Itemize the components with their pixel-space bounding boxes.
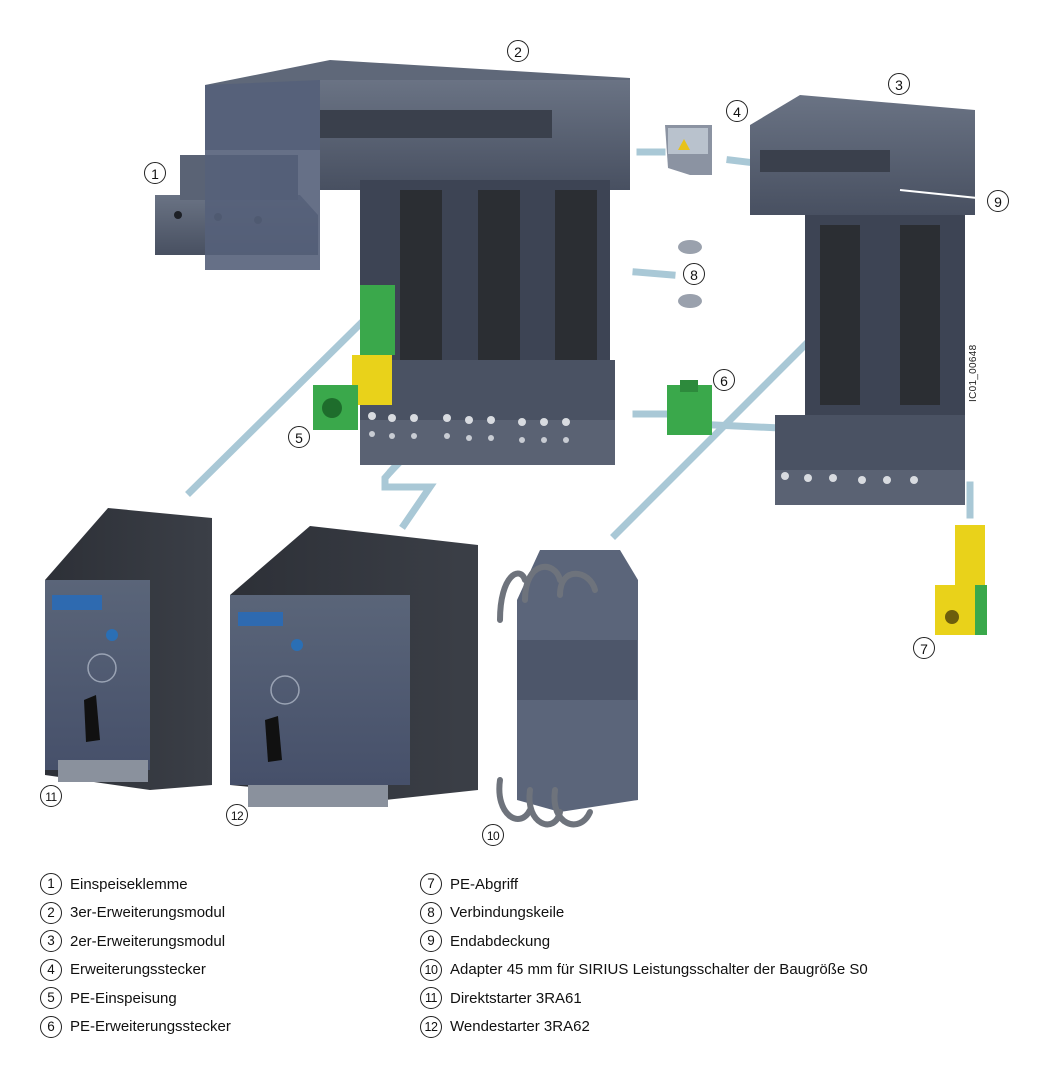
callout-4: 4	[726, 100, 748, 122]
callout-2: 2	[507, 40, 529, 62]
callout-8: 8	[683, 263, 705, 285]
legend-item: 8 Verbindungskeile	[420, 899, 868, 928]
expansion-module-3	[205, 60, 630, 465]
legend-item: 7 PE-Abgriff	[420, 870, 868, 899]
legend-text: Direktstarter 3RA61	[450, 990, 582, 1007]
callout-7: 7	[913, 637, 935, 659]
legend-number: 10	[420, 959, 442, 981]
legend-number: 4	[40, 959, 62, 981]
legend-number: 6	[40, 1016, 62, 1038]
callout-6: 6	[713, 369, 735, 391]
figure-code: IC01_00648	[968, 345, 979, 403]
legend-text: PE-Abgriff	[450, 876, 518, 893]
legend-item: 1 Einspeiseklemme	[40, 870, 231, 899]
pe-expansion-plug	[667, 380, 712, 435]
legend-text: Einspeiseklemme	[70, 876, 188, 893]
legend-number: 3	[40, 930, 62, 952]
callout-9: 9	[987, 190, 1009, 212]
legend-item: 4 Erweiterungsstecker	[40, 956, 231, 985]
legend-number: 1	[40, 873, 62, 895]
legend-number: 11	[420, 987, 442, 1009]
legend-number: 9	[420, 930, 442, 952]
legend-number: 5	[40, 987, 62, 1009]
callout-10: 10	[482, 824, 504, 846]
callout-12: 12	[226, 804, 248, 826]
legend-item: 2 3er-Erweiterungsmodul	[40, 899, 231, 928]
callout-3: 3	[888, 73, 910, 95]
legend-text: Adapter 45 mm für SIRIUS Leistungsschalt…	[450, 961, 868, 978]
expansion-plug	[665, 125, 712, 175]
legend-item: 9 Endabdeckung	[420, 927, 868, 956]
legend-right: 7 PE-Abgriff 8 Verbindungskeile 9 Endabd…	[420, 870, 868, 1041]
callout-5: 5	[288, 426, 310, 448]
legend-number: 8	[420, 902, 442, 924]
legend-text: 2er-Erweiterungsmodul	[70, 933, 225, 950]
legend-text: Verbindungskeile	[450, 904, 564, 921]
legend-text: PE-Erweiterungsstecker	[70, 1018, 231, 1035]
legend-text: Endabdeckung	[450, 933, 550, 950]
callout-11: 11	[40, 785, 62, 807]
pe-tap	[935, 525, 987, 635]
legend-text: PE-Einspeisung	[70, 990, 177, 1007]
callout-1: 1	[144, 162, 166, 184]
reversing-starter	[230, 526, 478, 807]
legend-item: 3 2er-Erweiterungsmodul	[40, 927, 231, 956]
legend-item: 5 PE-Einspeisung	[40, 984, 231, 1013]
legend-text: Erweiterungsstecker	[70, 961, 206, 978]
legend-number: 12	[420, 1016, 442, 1038]
legend-item: 10 Adapter 45 mm für SIRIUS Leistungssch…	[420, 956, 868, 985]
legend-number: 2	[40, 902, 62, 924]
legend-item: 12 Wendestarter 3RA62	[420, 1013, 868, 1042]
legend-item: 11 Direktstarter 3RA61	[420, 984, 868, 1013]
legend-number: 7	[420, 873, 442, 895]
legend-text: 3er-Erweiterungsmodul	[70, 904, 225, 921]
legend-left: 1 Einspeiseklemme 2 3er-Erweiterungsmodu…	[40, 870, 231, 1041]
assembly-illustration	[0, 0, 1050, 860]
expansion-module-2	[750, 95, 975, 505]
legend-item: 6 PE-Erweiterungsstecker	[40, 1013, 231, 1042]
direct-starter	[45, 508, 212, 790]
adapter-45mm	[499, 550, 638, 824]
legend-text: Wendestarter 3RA62	[450, 1018, 590, 1035]
exploded-assembly-diagram: IC01_00648 1 2 3 4 5 6 7 8 9 10 11 12	[0, 0, 1050, 860]
